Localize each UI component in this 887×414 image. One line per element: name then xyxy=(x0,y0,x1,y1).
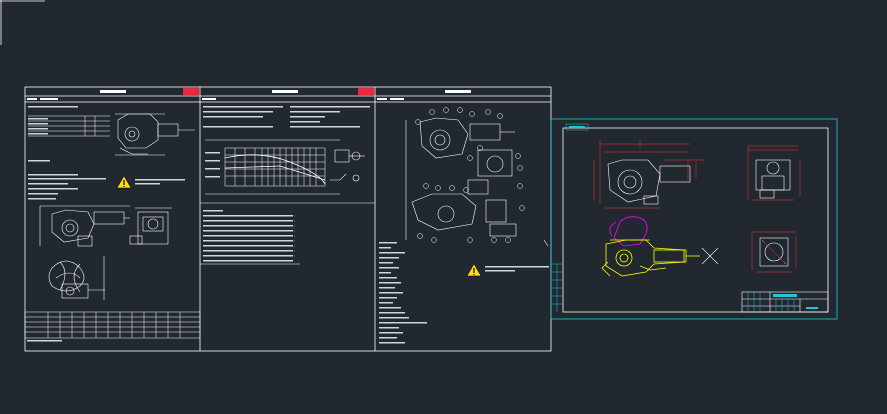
front-view-drawing xyxy=(129,207,172,245)
side-view-drawing xyxy=(39,205,130,247)
left-bottom-table xyxy=(24,311,201,339)
left-text-lines xyxy=(28,106,106,200)
right-page xyxy=(379,107,549,344)
title-block xyxy=(741,291,829,313)
burner-elevation-drawing xyxy=(593,140,704,209)
burner-plan-drawing xyxy=(601,216,700,277)
flange-drawing xyxy=(751,231,797,273)
centre-mark-cross xyxy=(701,247,719,265)
nozzle-drawing xyxy=(330,149,365,182)
fan-drawing xyxy=(48,256,105,300)
fan-housing-outline xyxy=(613,216,648,247)
exploded-view-drawing xyxy=(405,117,517,240)
header-red-tabs xyxy=(183,88,374,95)
drawing-sheet xyxy=(550,118,838,320)
performance-graph xyxy=(205,139,340,195)
parts-list xyxy=(379,242,427,344)
callout-markers xyxy=(415,107,525,243)
burner-assembly-drawing xyxy=(115,113,195,156)
document-sheet xyxy=(24,86,552,352)
origin-marker xyxy=(0,0,45,45)
middle-text-lines xyxy=(203,106,370,262)
middle-page xyxy=(200,106,375,265)
warning-triangle-icon xyxy=(116,175,132,189)
header-labels xyxy=(27,90,471,100)
burner-side-drawing xyxy=(747,145,801,201)
left-page xyxy=(24,106,201,342)
warning-triangle-icon xyxy=(466,263,482,277)
